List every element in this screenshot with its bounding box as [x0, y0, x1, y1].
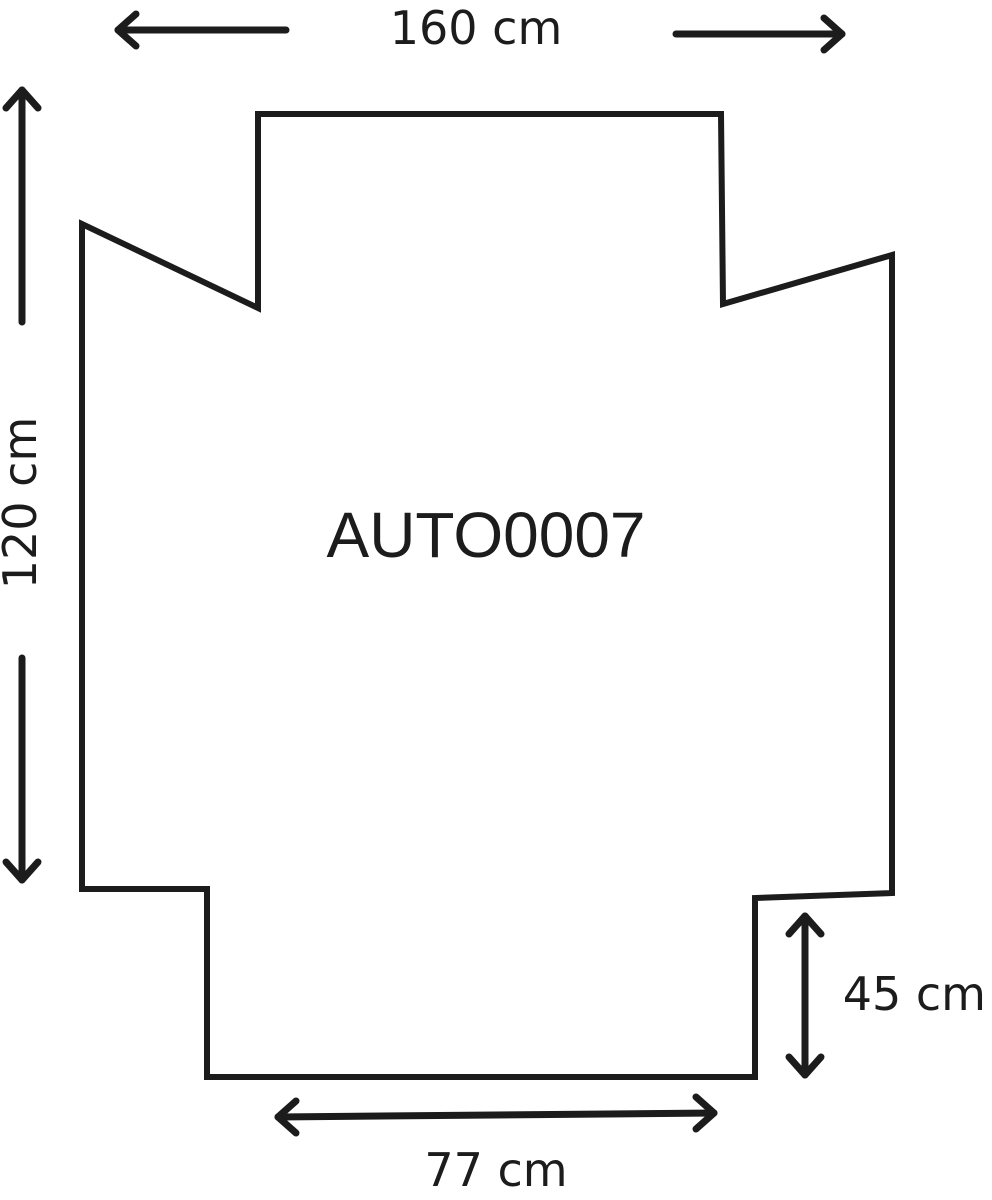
height-arrowhead-bottom: [2, 858, 42, 884]
step-height-arrow: [785, 912, 825, 1079]
step-height-label: 45 cm: [843, 967, 986, 1021]
bottom-width-arrowhead-right: [692, 1093, 718, 1133]
height-arrow: [2, 86, 42, 884]
bottom-width-arrow-shaft: [274, 1109, 718, 1121]
step-height-arrowhead-bottom: [785, 1053, 825, 1079]
top-width-label: 160 cm: [390, 1, 563, 55]
top-width-arrowhead-right: [820, 14, 846, 54]
top-width-arrowhead-left: [114, 10, 140, 50]
step-height-arrowhead-top: [785, 912, 825, 938]
bottom-width-arrowhead-left: [274, 1097, 300, 1137]
bottom-width-label: 77 cm: [424, 1143, 567, 1197]
height-label: 120 cm: [0, 417, 47, 590]
mat-outline: [79, 111, 895, 1080]
bottom-width-arrow: [274, 1093, 718, 1137]
top-width-arrow: [114, 10, 846, 54]
height-arrowhead-top: [2, 86, 42, 112]
model-code: AUTO0007: [327, 499, 646, 571]
